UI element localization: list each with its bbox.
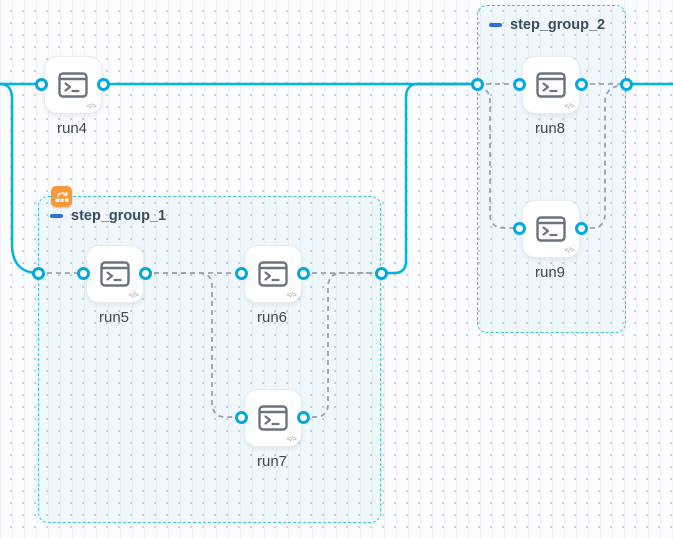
port-run6-in[interactable] — [234, 266, 248, 280]
node-run7[interactable]: </> — [244, 389, 302, 447]
group-step-group-1[interactable]: step_group_1 — [38, 186, 381, 523]
edge-step-group-1-step-group-2[interactable] — [381, 82, 477, 275]
node-label-run9: run9 — [534, 264, 566, 281]
port-run4-out[interactable] — [96, 77, 110, 91]
collapse-group-button[interactable] — [489, 23, 502, 27]
node-run8[interactable]: </> — [522, 56, 580, 114]
port-group1-out[interactable] — [374, 266, 388, 280]
node-run6[interactable]: </> — [244, 245, 302, 303]
code-icon: </> — [564, 102, 575, 110]
collapse-group-button[interactable] — [50, 214, 63, 218]
edge-start-step-group-1[interactable] — [0, 82, 39, 275]
port-run5-out[interactable] — [138, 266, 152, 280]
edge-run5-run7[interactable] — [145, 272, 241, 418]
code-icon: </> — [564, 246, 575, 254]
node-label-run5: run5 — [98, 309, 130, 326]
code-icon: </> — [286, 435, 297, 443]
port-run8-in[interactable] — [512, 77, 526, 91]
port-run7-out[interactable] — [296, 410, 310, 424]
port-group2-in[interactable] — [470, 77, 484, 91]
port-run6-out[interactable] — [296, 266, 310, 280]
node-run4[interactable]: </> — [44, 56, 102, 114]
group-step-group-2[interactable]: step_group_2 — [477, 5, 626, 333]
code-icon: </> — [128, 291, 139, 299]
port-run8-out[interactable] — [574, 77, 588, 91]
node-run9[interactable]: </> — [522, 200, 580, 258]
terminal-icon — [100, 261, 130, 287]
node-label-run6: run6 — [256, 309, 288, 326]
terminal-icon — [536, 216, 566, 242]
group-title: step_group_1 — [71, 208, 167, 224]
port-run7-in[interactable] — [234, 410, 248, 424]
node-run5[interactable]: </> — [86, 245, 144, 303]
group-title: step_group_2 — [510, 17, 606, 33]
node-label-run4: run4 — [56, 120, 88, 137]
terminal-icon — [536, 72, 566, 98]
group-header: step_group_1 — [50, 208, 166, 224]
terminal-icon — [258, 405, 288, 431]
terminal-icon — [258, 261, 288, 287]
terminal-icon — [58, 72, 88, 98]
port-group1-in[interactable] — [31, 266, 45, 280]
port-run9-out[interactable] — [574, 221, 588, 235]
loop-items-icon — [51, 186, 72, 207]
code-icon: </> — [86, 102, 97, 110]
port-run5-in[interactable] — [76, 266, 90, 280]
port-group2-out[interactable] — [619, 77, 633, 91]
group-header: step_group_2 — [489, 17, 605, 33]
port-run9-in[interactable] — [512, 221, 526, 235]
node-label-run7: run7 — [256, 453, 288, 470]
edge-run7-group1-out[interactable] — [303, 272, 381, 418]
code-icon: </> — [286, 291, 297, 299]
node-label-run8: run8 — [534, 120, 566, 137]
port-run4-in[interactable] — [34, 77, 48, 91]
